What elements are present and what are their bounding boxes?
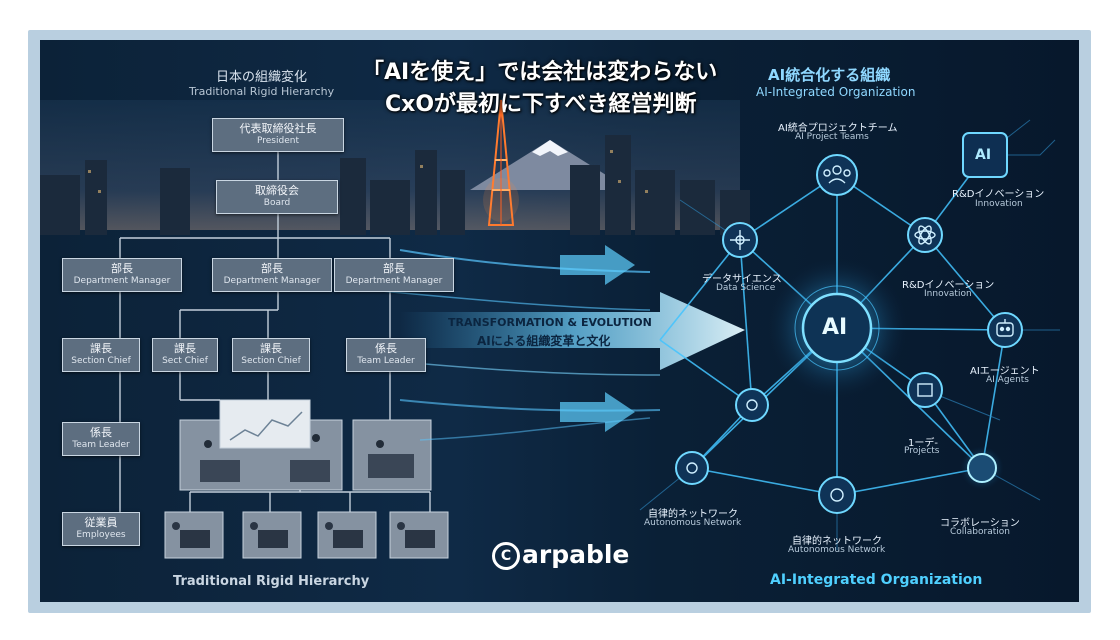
label-autonomous-left-en: Autonomous Network: [644, 518, 742, 528]
section-chief-box: 課長 Section Chief: [62, 338, 140, 372]
label-ai-agents-jp: AIエージェント: [970, 366, 1040, 377]
team-leader-label-en: Team Leader: [72, 440, 130, 450]
headline-line-2: CxOが最初に下すべき経営判断: [385, 92, 697, 117]
ai-chip-icon: [962, 132, 1008, 178]
chief-label-jp: 課長: [260, 342, 282, 355]
department-manager-box: 部長 Department Manager: [62, 258, 182, 292]
label-autonomous-bottom-jp: 自律的ネットワーク: [792, 536, 882, 547]
team-leader-box: 係長 Team Leader: [62, 422, 140, 456]
employees-box: 従業員 Employees: [62, 512, 140, 546]
board-box: 取締役会 Board: [216, 180, 338, 214]
president-label-jp: 代表取締役社長: [239, 122, 317, 135]
label-autonomous-left-jp: 自律的ネットワーク: [648, 509, 738, 520]
employees-label-en: Employees: [76, 530, 126, 540]
chief-label-en: Section Chief: [241, 356, 301, 366]
right-heading-jp: AI統合化する組織: [768, 66, 891, 84]
footer-right-caption: AI-Integrated Organization: [770, 572, 983, 588]
label-ai-agents-en: AI Agents: [986, 375, 1030, 385]
manager-label-en: Department Manager: [223, 276, 321, 286]
board-label-en: Board: [263, 198, 291, 208]
small-arrow-bottom: [560, 392, 635, 432]
headline-line-1: 「AIを使え」では会社は変わらない: [362, 60, 718, 85]
chief-label-en: Section Chief: [71, 356, 131, 366]
department-manager-box: 部長 Department Manager: [212, 258, 332, 292]
chief-label-jp: 係長: [375, 342, 397, 355]
small-arrow-top: [560, 245, 635, 285]
chief-label-jp: 課長: [90, 342, 112, 355]
manager-label-jp: 部長: [261, 262, 283, 275]
board-label-jp: 取締役会: [255, 184, 299, 197]
footer-left-caption: Traditional Rigid Hierarchy: [173, 574, 370, 589]
ai-chip-label: AI: [975, 147, 992, 163]
label-project-teams-en: AI Project Teams: [795, 132, 869, 142]
manager-label-en: Department Manager: [345, 276, 443, 286]
label-data-science-en: Data Science: [716, 283, 776, 293]
manager-label-en: Department Manager: [73, 276, 171, 286]
label-collaboration-jp: コラボレーション: [940, 518, 1020, 529]
collab-node-icon: [746, 399, 758, 411]
brand-name: arpable: [522, 540, 630, 569]
left-heading-en: Traditional Rigid Hierarchy: [189, 85, 335, 98]
left-heading-jp: 日本の組織変化: [216, 70, 308, 85]
transformation-caption-en: TRANSFORMATION & EVOLUTION: [448, 316, 652, 329]
manager-label-jp: 部長: [111, 262, 133, 275]
team-icon: [823, 165, 851, 184]
autonomous-node-icon: [686, 462, 844, 502]
chief-label-en: Team Leader: [357, 356, 415, 366]
department-manager-box: 部長 Department Manager: [334, 258, 454, 292]
label-rd-top-en: Innovation: [975, 199, 1023, 209]
transformation-caption-jp: AIによる組織変革と文化: [477, 334, 611, 348]
label-project-teams-jp: AI統合プロジェクトチーム: [778, 123, 898, 134]
section-chief-box: 課長 Sect Chief: [152, 338, 218, 372]
team-leader-label-jp: 係長: [90, 426, 112, 439]
chief-label-jp: 課長: [174, 342, 196, 355]
president-label-en: President: [257, 136, 299, 146]
label-data-science-jp: データサイエンス: [702, 274, 782, 285]
diagram-graphics: [40, 99, 1060, 559]
label-projects-en: Projects: [904, 446, 940, 456]
transformation-arrow: [400, 292, 745, 370]
label-autonomous-bottom-en: Autonomous Network: [788, 545, 886, 555]
copyright-c-icon: C: [492, 542, 520, 570]
infographic-panel: 「AIを使え」では会社は変わらない CxOが最初に下すべき経営判断 日本の組織変…: [40, 40, 1079, 602]
projects-node-icon: [917, 383, 933, 397]
team-leader-box: 係長 Team Leader: [346, 338, 426, 372]
tokyo-tower-icon: [483, 99, 519, 226]
right-heading-en: AI-Integrated Organization: [756, 85, 916, 99]
section-chief-box: 課長 Section Chief: [232, 338, 310, 372]
employees-label-jp: 従業員: [84, 516, 118, 529]
data-science-node-icon: [730, 230, 750, 250]
chief-label-en: Sect Chief: [162, 356, 208, 366]
label-projects-jp: 1ーデ-: [908, 438, 938, 449]
robot-icon: [996, 319, 1014, 337]
city-skyline: [40, 135, 750, 235]
ai-core-label: AI: [822, 315, 848, 340]
office-desk-icon: [179, 399, 432, 491]
network-node-icon: [675, 132, 1023, 514]
atom-icon: [914, 225, 936, 245]
manager-label-jp: 部長: [383, 262, 405, 275]
label-rd-top-jp: R&Dイノベーション: [952, 189, 1045, 200]
president-box: 代表取締役社長 President: [212, 118, 344, 152]
label-rd-mid-jp: R&Dイノベーション: [902, 280, 995, 291]
label-rd-mid-en: Innovation: [924, 289, 972, 299]
label-collaboration-en: Collaboration: [950, 527, 1010, 537]
